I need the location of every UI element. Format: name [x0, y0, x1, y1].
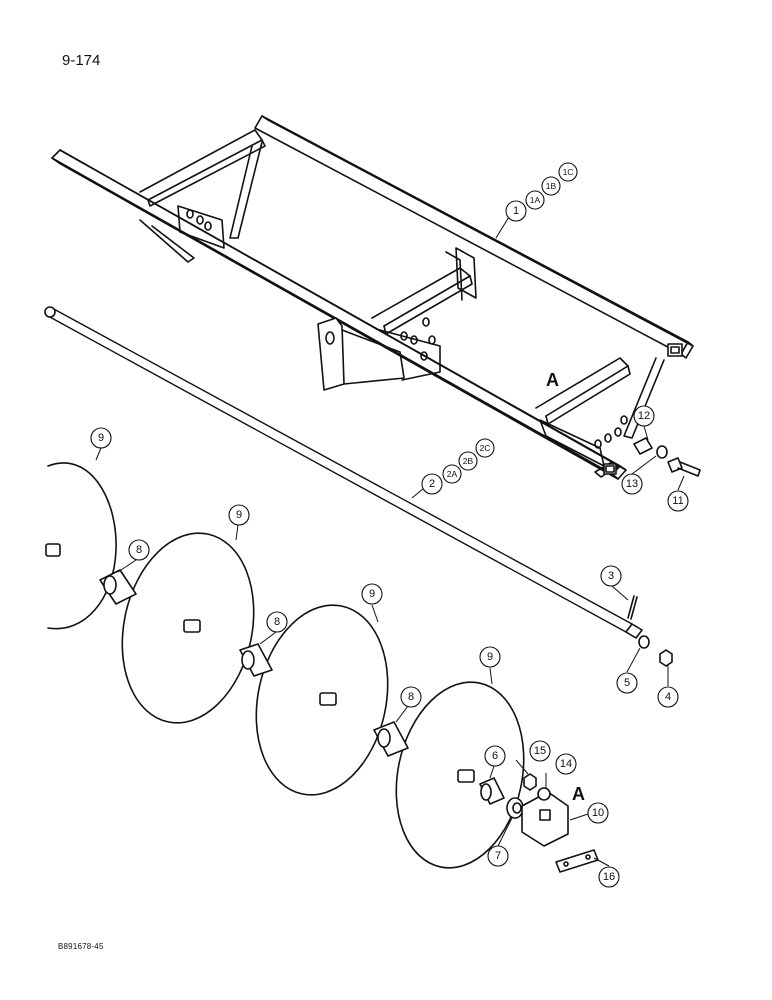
spacer-spool	[373, 721, 409, 757]
callout-9-far-left: 9	[98, 432, 104, 444]
callout-2b: 2B	[463, 456, 474, 466]
disc-blade-second	[121, 532, 255, 724]
spacer-spool	[239, 643, 273, 677]
callout-1: 1	[513, 205, 519, 217]
frame-bushing	[633, 437, 653, 455]
callout-6: 6	[492, 750, 498, 762]
frame-assembly	[51, 115, 694, 480]
page-number: 9-174	[62, 52, 101, 69]
disc-blade-third	[255, 604, 389, 796]
callout-5: 5	[624, 677, 630, 689]
callout-4: 4	[665, 691, 671, 703]
castle-nut	[659, 649, 673, 667]
callout-circles	[90, 162, 689, 888]
callout-1a: 1A	[530, 195, 541, 205]
callout-2: 2	[429, 478, 435, 490]
callout-1b: 1B	[546, 181, 557, 191]
callout-12: 12	[638, 410, 650, 422]
callout-2c: 2C	[480, 443, 491, 453]
frame-bolt	[667, 457, 701, 477]
disc-blade-far-left	[45, 462, 117, 630]
scraper-bar	[555, 849, 599, 873]
callout-16: 16	[603, 871, 615, 883]
spacer-spool	[99, 569, 137, 605]
cotter-pin	[627, 595, 635, 619]
callout-2a: 2A	[447, 469, 458, 479]
flange-nut	[523, 773, 537, 791]
callout-14: 14	[560, 758, 572, 770]
callout-13: 13	[626, 478, 638, 490]
disc-axle-shaft	[44, 306, 643, 639]
callout-9-second: 9	[236, 509, 242, 521]
callout-9-third: 9	[369, 588, 375, 600]
callout-labels: 1 1A 1B 1C 2 2A 2B 2C 3 4 5 6 7 8 8 8 9 …	[98, 167, 684, 883]
callout-9-right: 9	[487, 651, 493, 663]
bearing-spool	[479, 777, 505, 805]
reference-letter-flange: A	[572, 784, 585, 804]
washer	[638, 635, 650, 649]
callout-7: 7	[495, 850, 501, 862]
callout-8-middle: 8	[274, 616, 280, 628]
flange-washer	[537, 787, 551, 801]
frame-washer	[656, 445, 668, 459]
reference-letter-frame: A	[546, 370, 559, 390]
callout-3: 3	[608, 570, 614, 582]
leader-lines	[95, 211, 685, 867]
disc-blade-right	[395, 681, 525, 869]
drawing-code: B891678-45	[58, 942, 104, 951]
callout-11: 11	[672, 495, 683, 507]
callout-8-right: 8	[408, 691, 414, 703]
callout-15: 15	[534, 745, 546, 757]
callout-1c: 1C	[563, 167, 574, 177]
callout-10: 10	[592, 807, 604, 819]
callout-8-left: 8	[136, 544, 142, 556]
